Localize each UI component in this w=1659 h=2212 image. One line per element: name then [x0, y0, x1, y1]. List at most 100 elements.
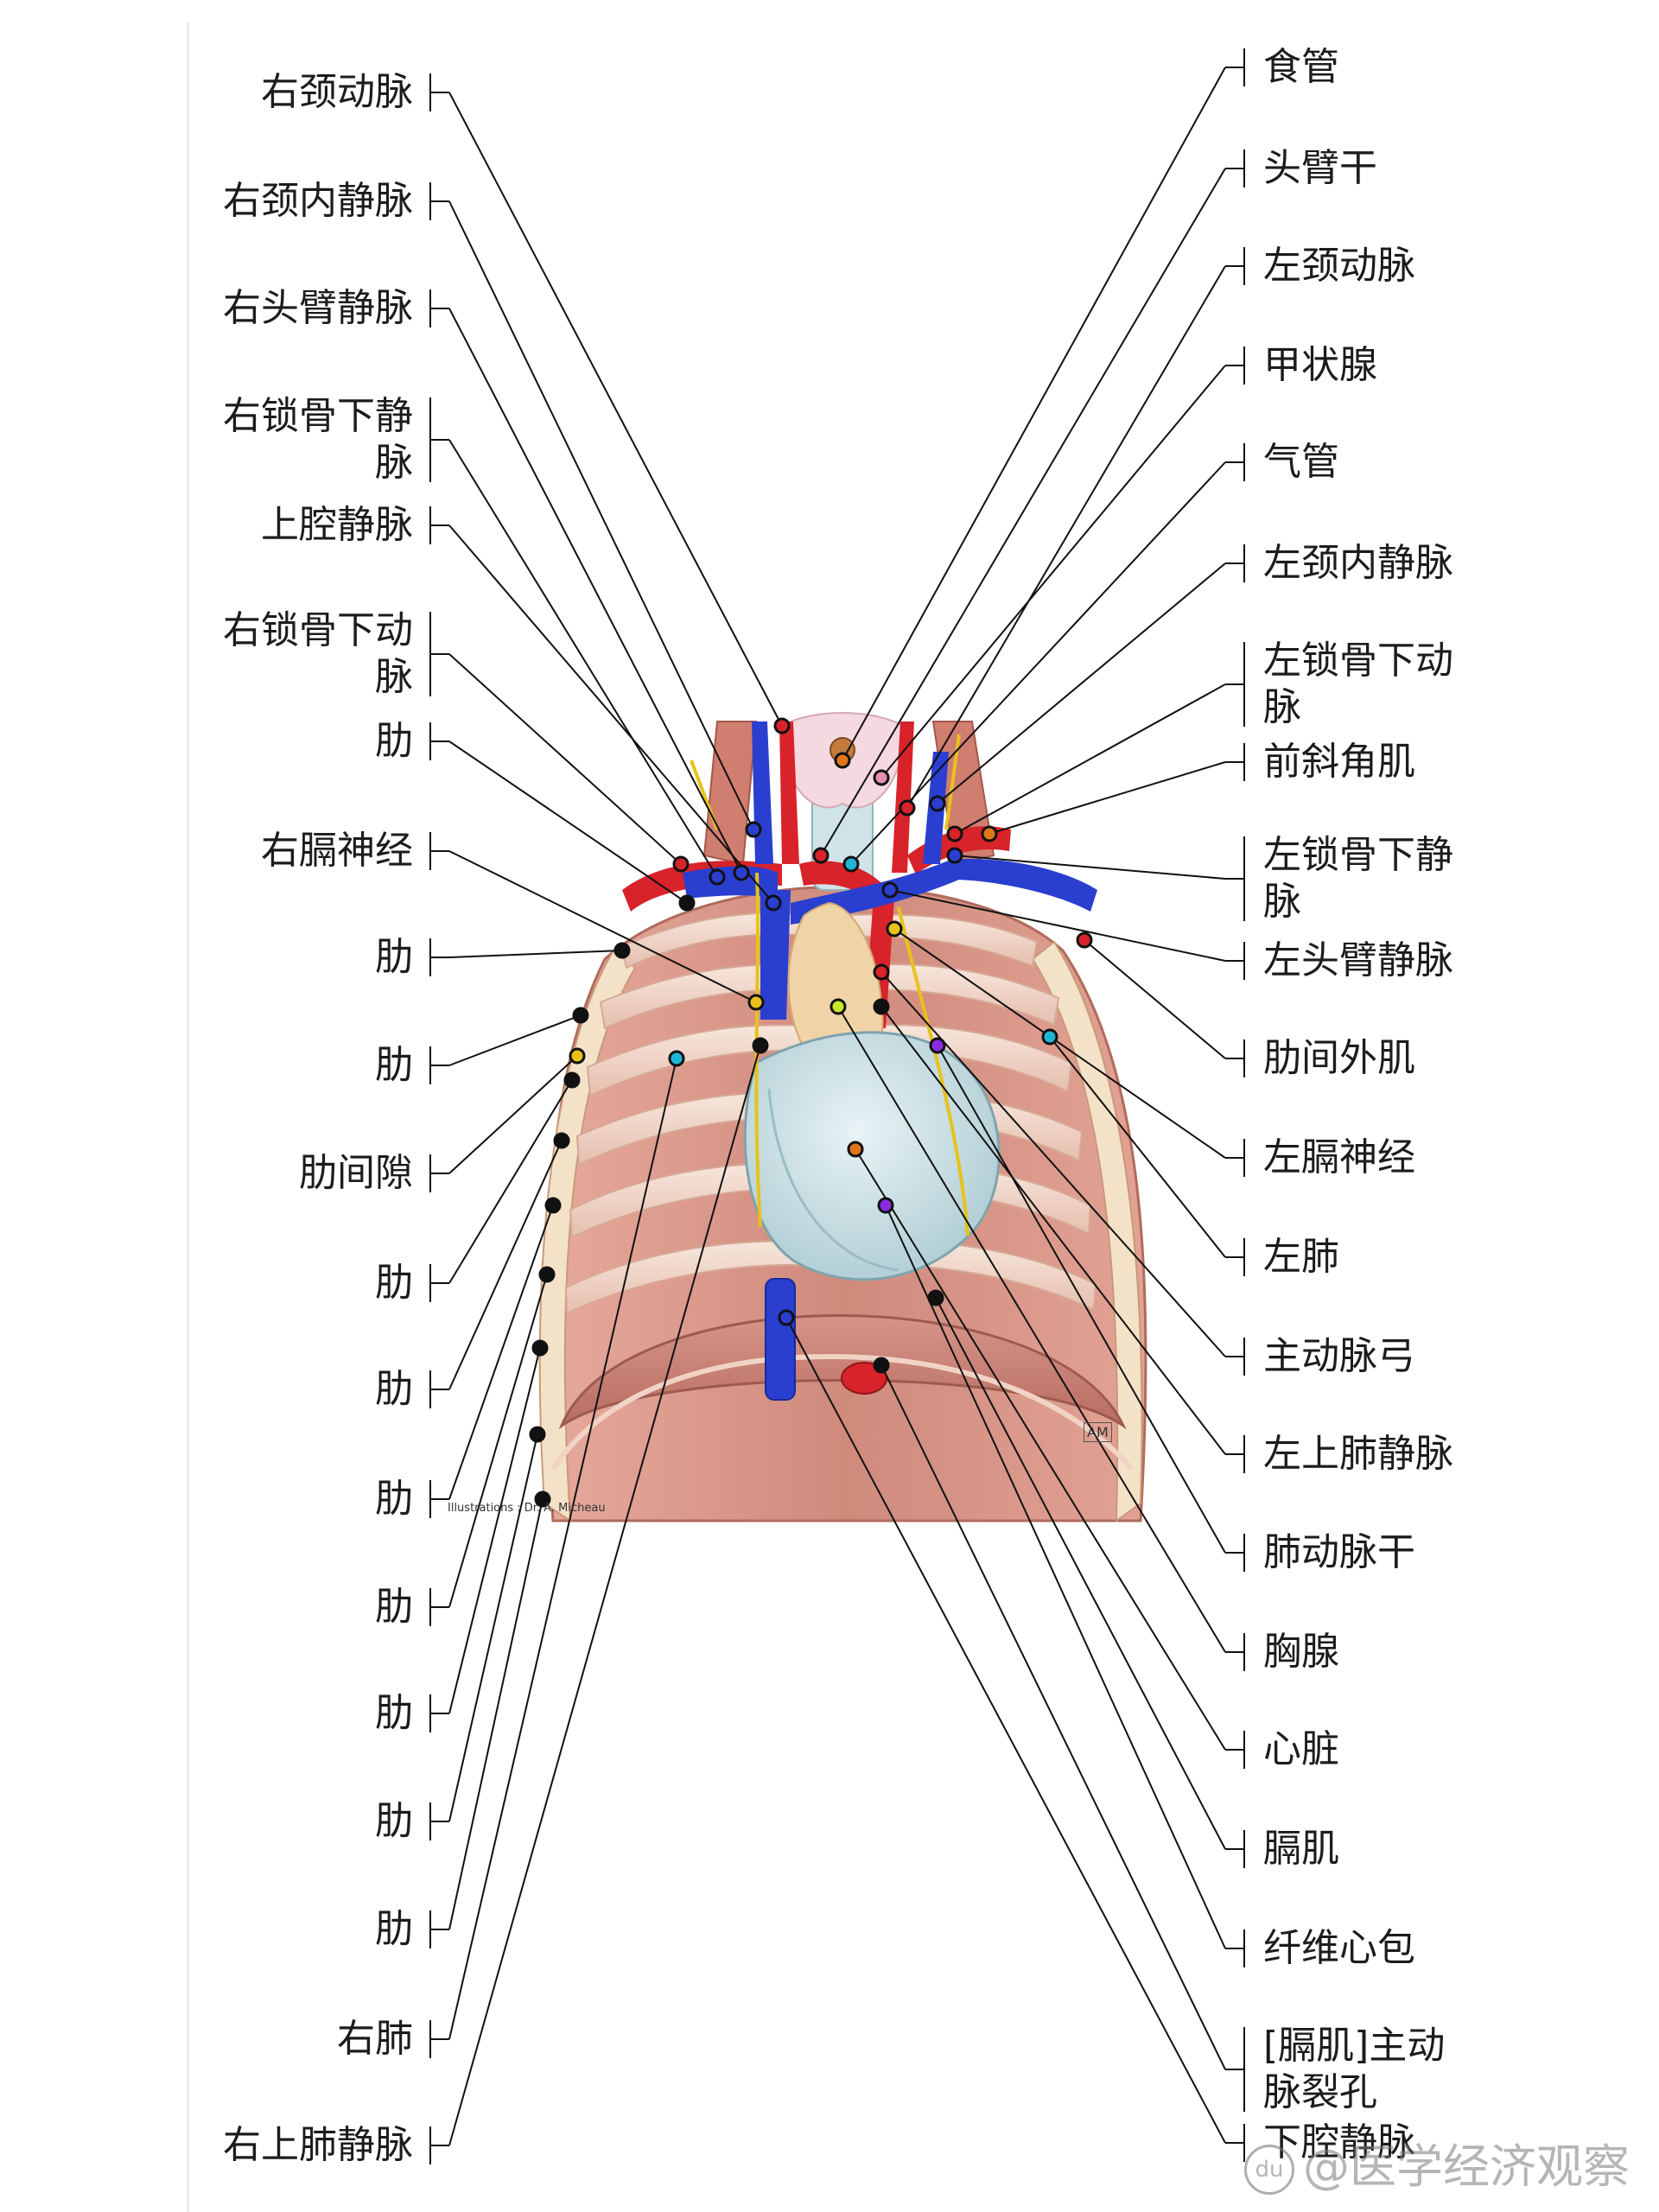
structure-dot — [752, 1037, 769, 1054]
label-line: [膈肌]主动 — [1263, 2024, 1446, 2068]
label-l-carotid: 左颈动脉 — [1263, 243, 1415, 289]
label-line: 肋 — [375, 1691, 413, 1735]
label-line: 肋 — [375, 719, 413, 763]
right-brachiocephalic-shape — [683, 866, 778, 899]
label-ext-intercostal: 肋间外肌 — [1263, 1035, 1415, 1082]
label-line: 脉 — [1263, 880, 1301, 924]
structure-dot — [572, 1007, 589, 1024]
structure-dot — [668, 1050, 685, 1067]
structure-dot — [745, 821, 762, 838]
leader-line — [448, 741, 688, 904]
leader-line — [880, 1364, 1226, 2070]
leader-line — [937, 563, 1226, 804]
label-line: 肋 — [375, 935, 413, 979]
label-heart: 心脏 — [1263, 1726, 1339, 1773]
label-brachiocephalic-trunk: 头臂干 — [1263, 145, 1377, 192]
label-r-sup-pulm-vein: 右上肺静脉 — [223, 2122, 413, 2169]
label-r-ijv: 右颈内静脉 — [223, 178, 413, 225]
leader-line — [893, 928, 1226, 1159]
leader-line — [448, 439, 718, 878]
label-line: 右锁骨下静 — [223, 394, 413, 438]
label-line: 右颈内静脉 — [223, 179, 413, 223]
structure-dot — [881, 881, 899, 899]
leader-line — [448, 1055, 578, 1174]
leader-line — [448, 1140, 563, 1390]
leader-line — [448, 1045, 761, 2146]
leader-line — [954, 855, 1226, 880]
structure-dot — [1041, 1028, 1058, 1046]
label-rib-9: 肋 — [375, 1798, 413, 1845]
leader-line — [448, 950, 623, 958]
leader-line — [988, 761, 1226, 835]
leader-line — [880, 1006, 1226, 1455]
label-line: 脉 — [1263, 685, 1301, 729]
structure-dot — [529, 1426, 546, 1443]
structure-dot — [569, 1047, 586, 1065]
label-line: 左颈动脉 — [1263, 244, 1415, 288]
label-line: 左膈神经 — [1263, 1135, 1415, 1179]
leader-line — [889, 889, 1226, 962]
label-line: 肋 — [375, 1799, 413, 1843]
label-svc: 上腔静脉 — [261, 502, 413, 549]
leader-line — [448, 200, 754, 830]
watermark-text: @医学经济观察 — [1303, 2139, 1630, 2194]
structure-dot — [778, 1309, 795, 1326]
structure-dot — [834, 752, 851, 769]
label-line: 纤维心包 — [1263, 1926, 1415, 1970]
label-rib-7: 肋 — [375, 1584, 413, 1630]
label-line: 膈肌 — [1263, 1827, 1339, 1871]
structure-dot — [899, 799, 916, 817]
label-line: 左头臂静脉 — [1263, 938, 1453, 982]
label-l-subclavian-vein: 左锁骨下静脉 — [1263, 832, 1453, 925]
leader-line — [1084, 939, 1226, 1059]
label-r-subclavian-artery: 右锁骨下动脉 — [223, 607, 413, 701]
label-l-subclavian-artery: 左锁骨下动脉 — [1263, 638, 1453, 731]
label-line: 肺动脉干 — [1263, 1530, 1415, 1574]
structure-dot — [563, 1071, 581, 1089]
right-ijv-shape — [752, 721, 773, 864]
leader-line — [448, 524, 774, 904]
label-line: 右头臂静脉 — [223, 286, 413, 330]
illustration-credit: Illustrations : Dr. A. Micheau — [448, 1502, 606, 1515]
leader-line — [885, 1205, 1226, 1949]
label-rib-2: 肋 — [375, 934, 413, 981]
label-thymus: 胸腺 — [1263, 1629, 1339, 1675]
label-diaphragm: 膈肌 — [1263, 1826, 1339, 1872]
structure-dot — [877, 1197, 894, 1214]
right-carotid-shape — [779, 721, 799, 864]
watermark-logo-icon: du — [1244, 2145, 1294, 2196]
label-line: 脉 — [375, 655, 413, 699]
label-line: 右上肺静脉 — [223, 2123, 413, 2167]
label-line: 左锁骨下静 — [1263, 833, 1453, 877]
label-line: 右颈动脉 — [261, 70, 413, 114]
leader-lines — [429, 48, 1245, 2164]
label-line: 胸腺 — [1263, 1630, 1339, 1674]
structure-dot — [946, 825, 963, 842]
leader-line — [820, 168, 1226, 856]
label-rib-4: 肋 — [375, 1260, 413, 1306]
leader-line — [906, 265, 1226, 809]
leader-line — [837, 1006, 1226, 1653]
label-l-sup-pulm-vein: 左上肺静脉 — [1263, 1431, 1453, 1478]
structure-dots — [529, 717, 1093, 1508]
label-rib-5: 肋 — [375, 1366, 413, 1413]
label-rib-10: 肋 — [375, 1906, 413, 1953]
label-rib-8: 肋 — [375, 1690, 413, 1737]
label-r-subclavian-vein: 右锁骨下静脉 — [223, 393, 413, 486]
structure-dot — [534, 1491, 551, 1508]
left-subclavian-vein-shape — [950, 859, 1097, 912]
ivc-shape — [765, 1278, 796, 1401]
leader-line — [448, 1347, 541, 1714]
structure-dot — [531, 1339, 549, 1357]
label-line: 上腔静脉 — [261, 503, 413, 547]
leader-line — [448, 1079, 573, 1284]
label-line: 肋间隙 — [299, 1151, 413, 1195]
label-line: 主动脉弓 — [1263, 1334, 1415, 1378]
structure-dot — [886, 920, 903, 938]
leader-line — [785, 1317, 1226, 2144]
label-l-ijv: 左颈内静脉 — [1263, 540, 1453, 587]
label-r-phrenic: 右膈神经 — [261, 828, 413, 874]
label-r-carotid: 右颈动脉 — [261, 69, 413, 116]
label-aortic-hiatus: [膈肌]主动脉裂孔 — [1263, 2023, 1445, 2116]
right-phrenic-shape — [754, 872, 762, 1228]
